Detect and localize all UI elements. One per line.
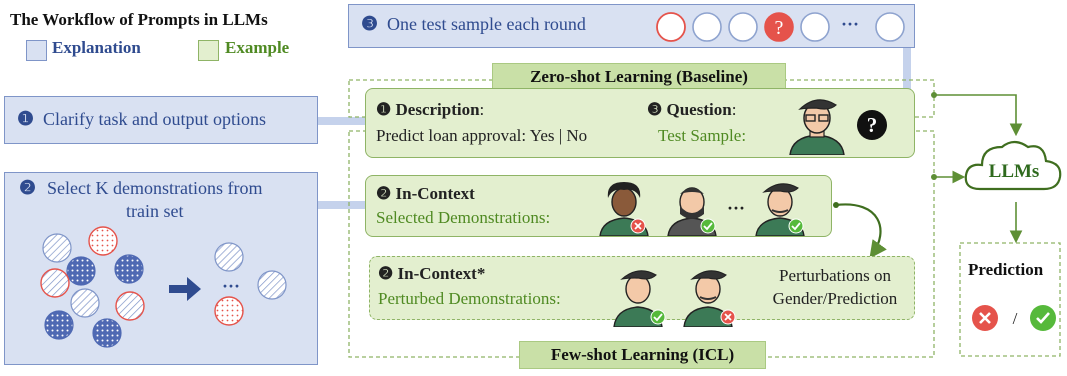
sample-circle <box>728 12 758 42</box>
legend-explanation-label: Explanation <box>52 38 141 57</box>
train-set-samples: ··· <box>40 226 287 348</box>
sample-circle <box>692 12 722 42</box>
description-text: Predict loan approval: Yes | No <box>376 126 588 145</box>
question-heading: ❸ Question: <box>647 100 736 120</box>
few-shot-label: Few-shot Learning (ICL) <box>519 341 766 369</box>
wrong-icon <box>972 305 998 331</box>
legend-example-label: Example <box>225 38 290 57</box>
perturbed-avatars <box>613 270 736 327</box>
description-heading: ❶ Description: <box>376 100 484 120</box>
zero-shot-arrow <box>934 94 1023 137</box>
perturbed-demos-label: Perturbed Demonstrations: <box>378 289 561 308</box>
sample-circle-question <box>764 12 794 42</box>
demo-avatar-1 <box>599 182 649 236</box>
select-arrow-icon <box>169 277 201 301</box>
select-demos-line1: Select K demonstrations from <box>47 178 263 198</box>
select-connector <box>318 201 366 209</box>
description-heading-text: Description <box>395 100 480 119</box>
select-demos-line2: train set <box>126 201 184 221</box>
question-heading-text: Question <box>666 100 732 119</box>
demo-avatars: ··· <box>599 182 805 236</box>
sample-dot <box>92 318 122 348</box>
llms-label: LLMs <box>989 161 1040 182</box>
incontext-card: ❷ In-Context Selected Demonstrations: ··… <box>365 175 832 237</box>
perturbed-card: ❷ In-Context* Perturbed Demonstrations: … <box>369 256 915 327</box>
step-2-marker: ❷ <box>19 178 37 199</box>
selected-demos-label: Selected Demonstrations: <box>376 208 551 227</box>
zero-shot-label: Zero-shot Learning (Baseline) <box>492 63 786 91</box>
sample-dot <box>70 288 100 318</box>
llms-cloud-icon: LLMs <box>964 140 1062 191</box>
clarify-task-text: Clarify task and output options <box>43 109 266 129</box>
step-1-marker: ❶ <box>17 109 35 130</box>
sample-circle <box>875 12 905 42</box>
description-card: ❶ Description: Predict loan approval: Ye… <box>365 88 915 158</box>
sample-dot <box>114 254 144 284</box>
selected-dot-red <box>214 296 244 326</box>
prediction-separator: / <box>1013 309 1018 328</box>
sample-dot-red <box>40 268 70 298</box>
incontext-heading: ❷ In-Context <box>376 184 475 204</box>
samples-ellipsis: ··· <box>841 14 859 34</box>
few-shot-frame <box>348 130 935 358</box>
selected-ellipsis: ··· <box>222 276 240 296</box>
sample-dot <box>42 233 72 263</box>
select-demos-box: ❷ Select K demonstrations from train set <box>4 172 318 365</box>
step-2-marker-perturbed: ❷ <box>378 264 394 283</box>
step-1-marker-card: ❶ <box>376 100 392 119</box>
perturbed-avatar-2 <box>683 270 736 327</box>
demo-avatar-3 <box>755 183 805 236</box>
zero-shot-frame <box>348 79 935 118</box>
perturbed-heading-text: In-Context* <box>397 264 486 283</box>
demos-ellipsis: ··· <box>727 198 745 218</box>
diagram-title: The Workflow of Prompts in LLMs <box>10 10 268 29</box>
sample-dot-red <box>115 291 145 321</box>
demo-avatar-2 <box>667 187 717 236</box>
question-mark: ? <box>775 17 784 39</box>
sample-dot <box>44 310 74 340</box>
sample-circle <box>800 12 830 42</box>
sample-circle-red <box>656 12 686 42</box>
test-sample-label: Test Sample: <box>658 126 747 145</box>
prediction-icons: / <box>972 305 1056 331</box>
test-connector <box>903 48 911 90</box>
legend-example-swatch <box>198 40 219 61</box>
step-3-marker-card: ❸ <box>647 100 663 119</box>
clarify-connector <box>318 117 366 125</box>
perturbed-heading: ❷ In-Context* <box>378 264 485 284</box>
description-colon: : <box>479 100 485 119</box>
legend-explanation-swatch <box>26 40 47 61</box>
sample-dot <box>66 256 96 286</box>
selected-dot <box>214 242 244 272</box>
perturbation-note-line2: Gender/Prediction <box>772 289 898 308</box>
sample-dot-red <box>88 226 118 256</box>
test-person-avatar <box>789 99 845 155</box>
test-sample-box: ❸ One test sample each round ? ··· <box>348 4 915 48</box>
perturbation-arrow <box>835 203 887 259</box>
selected-dot <box>257 270 287 300</box>
test-sample-text: One test sample each round <box>387 14 586 34</box>
step-2-marker-card: ❷ <box>376 184 392 203</box>
question-icon: ? <box>857 110 887 140</box>
correct-icon <box>1030 305 1056 331</box>
clarify-task-box: ❶ Clarify task and output options <box>4 96 318 144</box>
step-3-marker: ❸ <box>361 14 379 35</box>
incontext-heading-text: In-Context <box>395 184 475 203</box>
prediction-label: Prediction <box>968 260 1044 279</box>
question-icon-glyph: ? <box>867 113 878 137</box>
question-colon: : <box>731 100 737 119</box>
test-sample-circles: ? ··· <box>656 12 905 42</box>
perturbed-avatar-1 <box>613 270 666 327</box>
perturbation-note-line1: Perturbations on <box>779 266 891 285</box>
